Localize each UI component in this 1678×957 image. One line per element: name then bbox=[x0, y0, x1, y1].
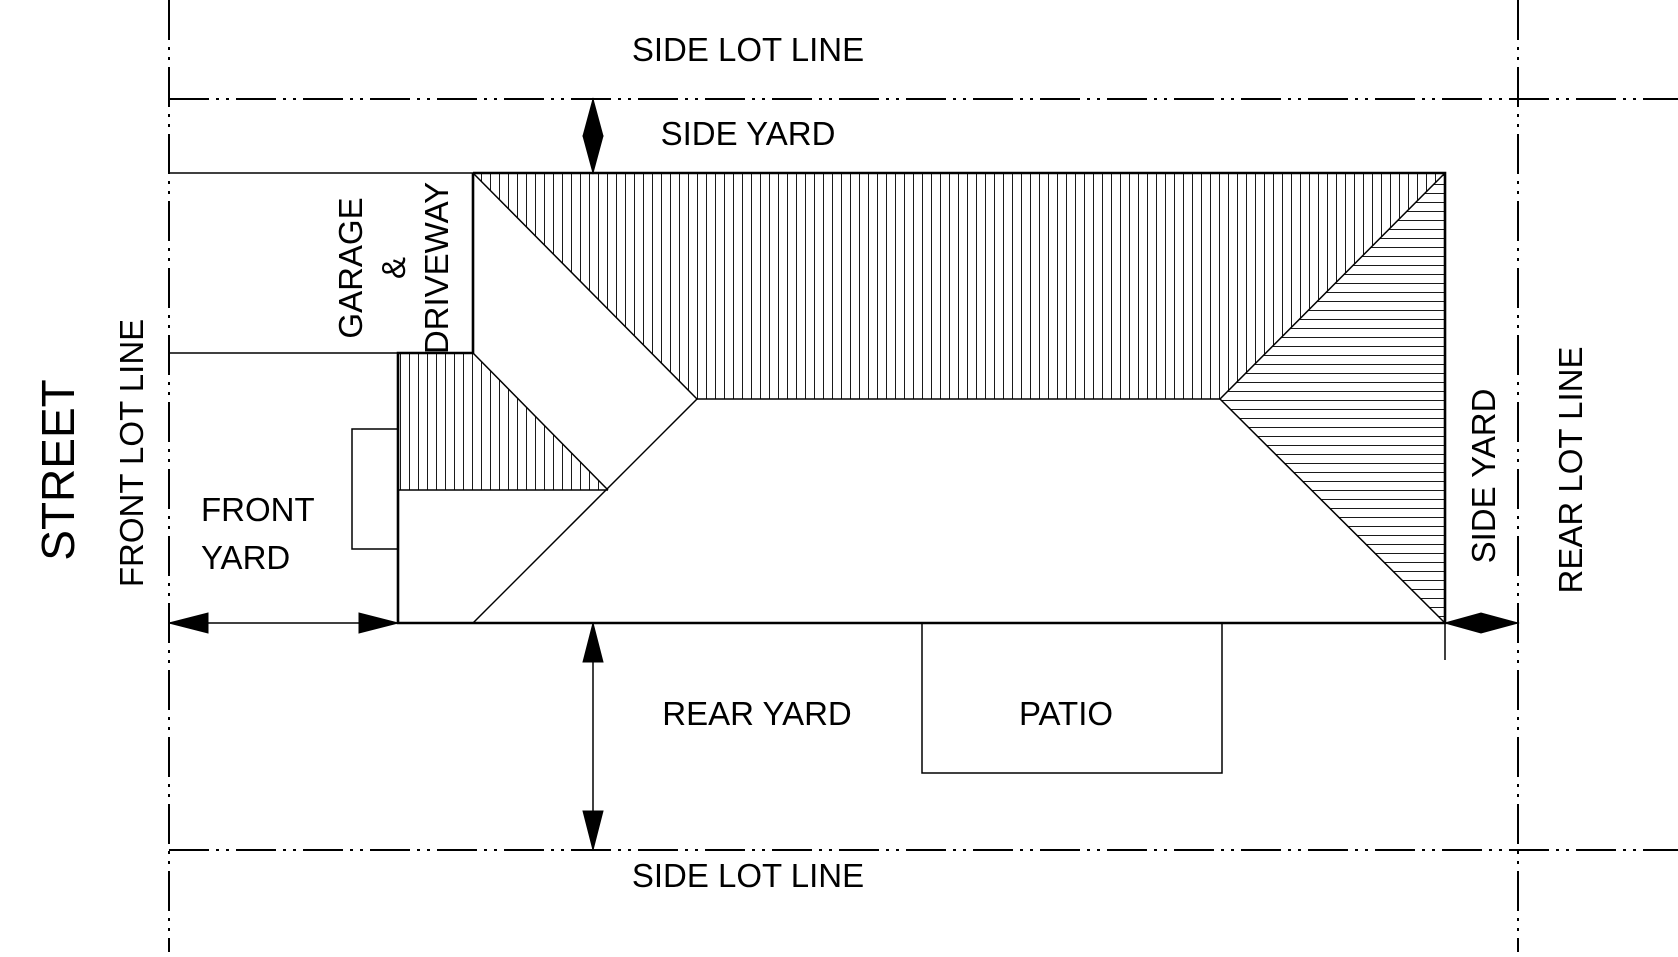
side-yard-right-arrow-left bbox=[1443, 612, 1520, 634]
hip-line-top-left bbox=[472, 172, 698, 400]
side-yard-top-label: SIDE YARD bbox=[661, 115, 836, 152]
roof-plane-small bbox=[398, 353, 608, 490]
roof-plane-top bbox=[473, 173, 1445, 399]
side-lot-line-top-label: SIDE LOT LINE bbox=[632, 31, 864, 68]
front-yard-arrow-right bbox=[358, 612, 399, 634]
roof-plane-right bbox=[1220, 173, 1445, 623]
rear-yard-arrow-down bbox=[582, 810, 604, 851]
street-label: STREET bbox=[32, 379, 84, 560]
rear-lot-line-label: REAR LOT LINE bbox=[1552, 347, 1589, 594]
small-hip-line bbox=[472, 352, 609, 491]
front-lot-line-label: FRONT LOT LINE bbox=[113, 319, 150, 587]
front-yard-label-line2: YARD bbox=[201, 539, 290, 576]
hip-line-top-right bbox=[1219, 172, 1446, 400]
rear-yard-arrow-up bbox=[582, 622, 604, 663]
side-lot-line-bottom-label: SIDE LOT LINE bbox=[632, 857, 864, 894]
driveway-label: DRIVEWAY bbox=[418, 182, 455, 354]
valley-line-bottom-left bbox=[472, 398, 698, 624]
ampersand-label: & bbox=[375, 257, 412, 279]
side-yard-top-arrow-up bbox=[582, 97, 604, 137]
hip-line-bottom-right bbox=[1219, 398, 1446, 624]
garage-label: GARAGE bbox=[332, 197, 369, 338]
front-stoop bbox=[351, 428, 399, 550]
side-yard-right-label: SIDE YARD bbox=[1465, 389, 1502, 564]
rear-yard-label: REAR YARD bbox=[662, 695, 852, 732]
patio-outline bbox=[921, 623, 1223, 774]
patio-label: PATIO bbox=[1019, 695, 1113, 732]
side-yard-top-arrow-down bbox=[582, 135, 604, 175]
front-yard-arrow-left bbox=[168, 612, 209, 634]
front-yard-label-line1: FRONT bbox=[201, 491, 315, 528]
